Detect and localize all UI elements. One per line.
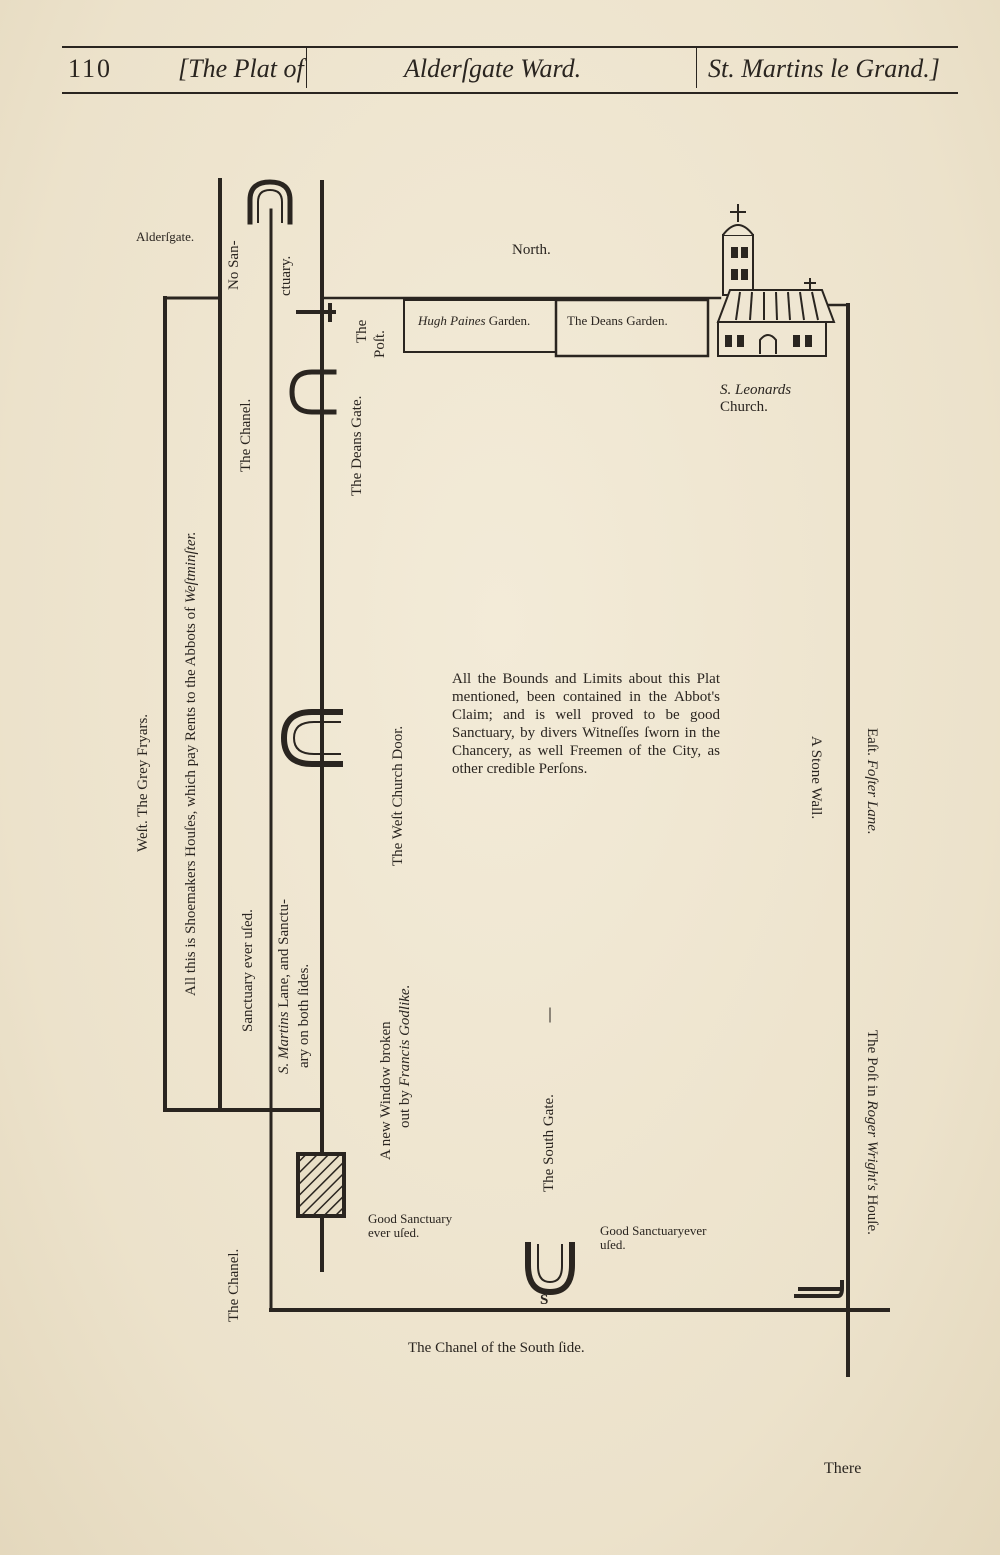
east-foster-lane-label: Eaſt. Foſter Lane. — [864, 728, 880, 835]
header-right-title: St. Martins le Grand.] — [708, 54, 940, 83]
st-martins-lane-label-2: ary on both ſides. — [296, 963, 312, 1068]
page-header: 110 [The Plat of Alderſgate Ward. St. Ma… — [62, 46, 958, 94]
deans-garden-label: The Deans Garden. — [567, 313, 668, 328]
sanctuary-paragraph: All the Bounds and Limits about this Pla… — [452, 671, 720, 777]
hugh-paines-garden-label: Hugh Paines Garden. — [418, 313, 531, 328]
the-chanel-lower-label: The Chanel. — [226, 1248, 242, 1322]
north-label: North. — [512, 242, 551, 258]
new-window-label-1: A new Window broken — [378, 1021, 394, 1160]
header-left-title: [The Plat of — [178, 54, 304, 83]
the-post-label-1: The — [354, 319, 370, 343]
south-gate-s-label: S — [540, 1292, 549, 1308]
aldersgate-arch — [247, 179, 293, 225]
the-post-label-2: Poſt. — [372, 330, 388, 358]
post-roger-wright-label: The Poſt in Roger Wright's Houſe. — [864, 1030, 880, 1235]
deans-gate-arch — [289, 369, 337, 415]
aldersgate-label: Alderſgate. — [136, 229, 195, 244]
west-church-door-label: The Weſt Church Door. — [390, 725, 406, 866]
south-gate-arch — [525, 1242, 575, 1296]
sanctuary-ever-used-label: Sanctuary ever uſed. — [240, 909, 256, 1032]
west-grey-fryars-label: Weſt. The Grey Fryars. — [135, 713, 151, 852]
shoemakers-houses-label: All this is Shoemakers Houſes, which pay… — [183, 531, 199, 996]
deans-gate-label: The Deans Gate. — [349, 395, 365, 496]
chanel-south-side-label: The Chanel of the South ſide. — [408, 1340, 585, 1356]
south-gate-label: The South Gate. — [541, 1094, 557, 1192]
page-number: 110 — [68, 54, 113, 83]
header-center-title: Alderſgate Ward. — [404, 54, 582, 83]
st-leonards-church-drawing — [716, 204, 836, 357]
stone-wall-label: A Stone Wall. — [808, 736, 824, 820]
west-church-door-arch — [280, 709, 343, 767]
the-chanel-upper-label: The Chanel. — [238, 398, 254, 472]
no-sanctuary-label-1: No San- — [226, 240, 242, 290]
new-window-label-2: out by Francis Godlike. — [397, 984, 413, 1128]
st-martins-lane-label-1: S. Martins Lane, and Sanctu- — [276, 899, 292, 1074]
catchword: There — [824, 1460, 862, 1477]
deans-garden — [554, 298, 710, 358]
no-sanctuary-label-2: ctuary. — [278, 255, 294, 296]
new-window — [296, 1152, 346, 1218]
